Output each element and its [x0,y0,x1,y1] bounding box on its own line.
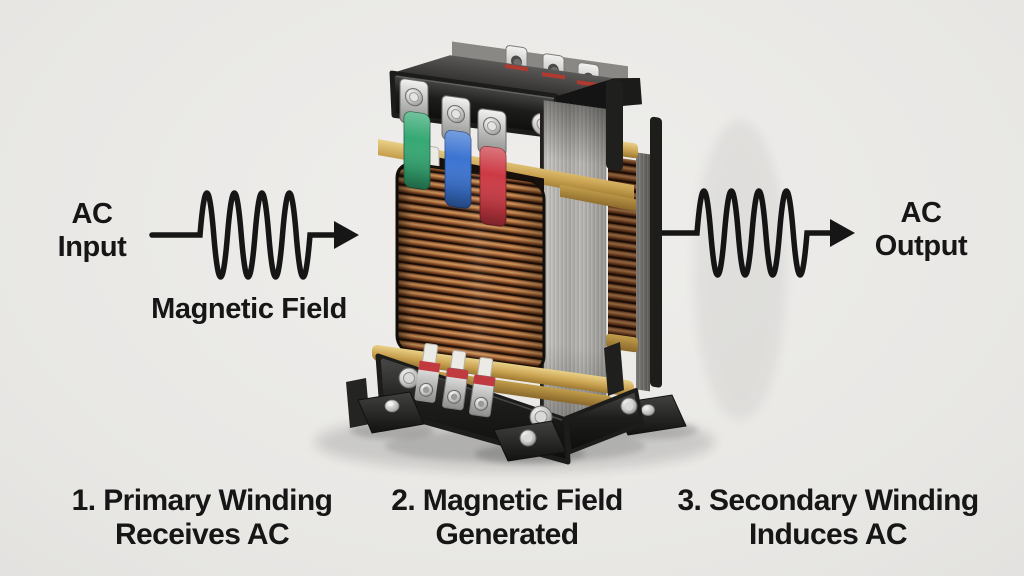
copper-winding [395,162,546,372]
copper-winding-side [606,139,638,353]
primary-terminal-red [477,108,507,227]
step-3-line1: 3. Secondary Winding [677,484,979,517]
sine-wave-icon [149,190,341,280]
step-caption-2: 2. Magnetic Field Generated [391,484,623,552]
step-1-line2: Receives AC [114,518,290,551]
top-clamp-column [606,79,623,171]
ac-input-label: AC Input [58,198,127,264]
laminated-core-side [636,152,650,392]
bottom-terminal-tabs [414,342,496,418]
step-caption-3: 3. Secondary Winding Induces AC [677,484,979,552]
terminal-tab-icon [414,342,441,403]
step-caption-1: 1. Primary Winding Receives AC [72,484,333,552]
primary-terminal-blue [441,95,472,209]
primary-terminal-green [399,78,431,190]
ac-output-label: AC Output [875,197,968,263]
step-2-line1: 2. Magnetic Field [391,484,623,517]
terminal-tab-icon [468,356,496,418]
terminal-tab-icon [441,349,469,411]
arrow-right-icon [334,221,359,249]
ac-output-line2: Output [874,230,968,262]
arrow-right-icon [830,219,855,247]
ac-waveform-left [149,190,359,280]
ac-input-line1: AC [71,198,113,230]
ac-output-line1: AC [900,197,942,229]
rear-clamp-column [650,116,662,388]
step-2-line2: Generated [435,518,579,551]
ac-input-line2: Input [57,231,127,263]
step-3-line2: Induces AC [749,518,908,551]
transformer-illustration [315,41,786,472]
step-1-line1: 1. Primary Winding [71,484,333,517]
mounting-feet [357,391,567,462]
magnetic-field-label: Magnetic Field [151,293,347,325]
